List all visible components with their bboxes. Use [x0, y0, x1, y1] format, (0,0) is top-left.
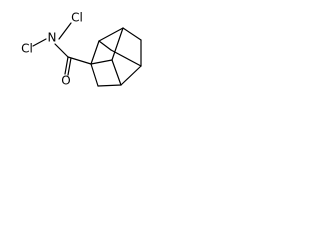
bond-n-carbonyl: [54, 43, 69, 58]
bond-carbonyl-adamantane: [67, 56, 92, 65]
atom-label-nitrogen: N: [48, 31, 57, 45]
atom-label-cl-left: Cl: [21, 42, 33, 56]
adamantane-bond-1: [90, 40, 100, 65]
chemical-structure: Cl N Cl O: [0, 0, 180, 115]
adamantane-bond-5: [120, 65, 142, 86]
atom-label-oxygen: O: [61, 74, 70, 88]
bond-n-cl-right: [58, 22, 72, 40]
bond-carbonyl-oxygen-b: [67, 57, 72, 76]
adamantane-bond-12: [110, 49, 142, 67]
bond-carbonyl-oxygen-a: [64, 56, 69, 75]
bond-n-cl-left: [32, 38, 47, 47]
adamantane-bond-8: [90, 59, 113, 65]
adamantane-bond-10: [111, 59, 122, 86]
adamantane-bond-9: [111, 27, 124, 61]
adamantane-bond-7: [90, 63, 99, 87]
adamantane-bond-3: [122, 27, 142, 41]
adamantane-bond-2: [98, 27, 124, 42]
molecule-drawing: Cl N Cl O: [21, 11, 142, 88]
atom-label-cl-right: Cl: [71, 11, 83, 25]
adamantane-bond-6: [97, 84, 122, 87]
adamantane-bond-11: [98, 40, 112, 51]
